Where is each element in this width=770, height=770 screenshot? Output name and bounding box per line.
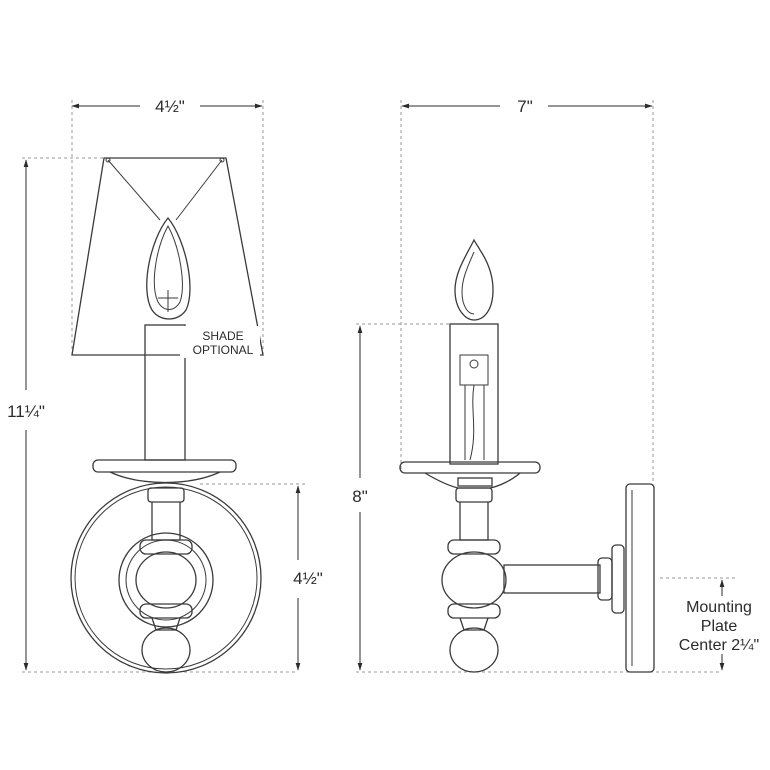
side-view: 7" 8"	[352, 97, 759, 673]
side-arm	[503, 544, 625, 614]
mounting-center-dimension: Mounting Plate Center 2¼"	[660, 577, 759, 671]
front-candle-sleeve	[144, 324, 186, 461]
shade-optional-note: SHADE OPTIONAL	[180, 326, 260, 358]
front-height-dimension: 11¼"	[7, 157, 295, 673]
front-bulb	[146, 216, 191, 320]
side-wall-plate	[625, 483, 655, 673]
shade-note-line2: OPTIONAL	[193, 343, 254, 357]
lamp-shade	[71, 157, 264, 356]
front-bobeche	[92, 459, 237, 484]
mounting-line2: Plate	[701, 618, 738, 635]
side-column	[441, 487, 507, 673]
plate-height-dimension: 4½"	[200, 483, 323, 671]
mounting-line1: Mounting	[686, 599, 752, 616]
front-width-dimension: 4½"	[71, 97, 264, 355]
side-height-label: 8"	[352, 487, 368, 506]
side-depth-label: 7"	[517, 97, 533, 116]
front-width-label: 4½"	[155, 97, 185, 116]
front-height-label: 11¼"	[7, 402, 45, 421]
side-depth-dimension: 7"	[400, 97, 654, 485]
front-back-plate	[70, 482, 262, 674]
mounting-line3: Center 2¼"	[679, 637, 759, 654]
side-height-dimension: 8"	[352, 323, 720, 673]
front-inner-ring	[118, 532, 214, 628]
side-candle-sleeve	[449, 323, 499, 465]
side-bulb	[454, 238, 494, 321]
shade-note-line1: SHADE	[202, 329, 243, 343]
front-column	[135, 487, 197, 673]
plate-height-label: 4½"	[293, 569, 323, 588]
side-bobeche	[399, 461, 541, 489]
front-view: 4½" 11¼" 4½"	[7, 97, 323, 674]
